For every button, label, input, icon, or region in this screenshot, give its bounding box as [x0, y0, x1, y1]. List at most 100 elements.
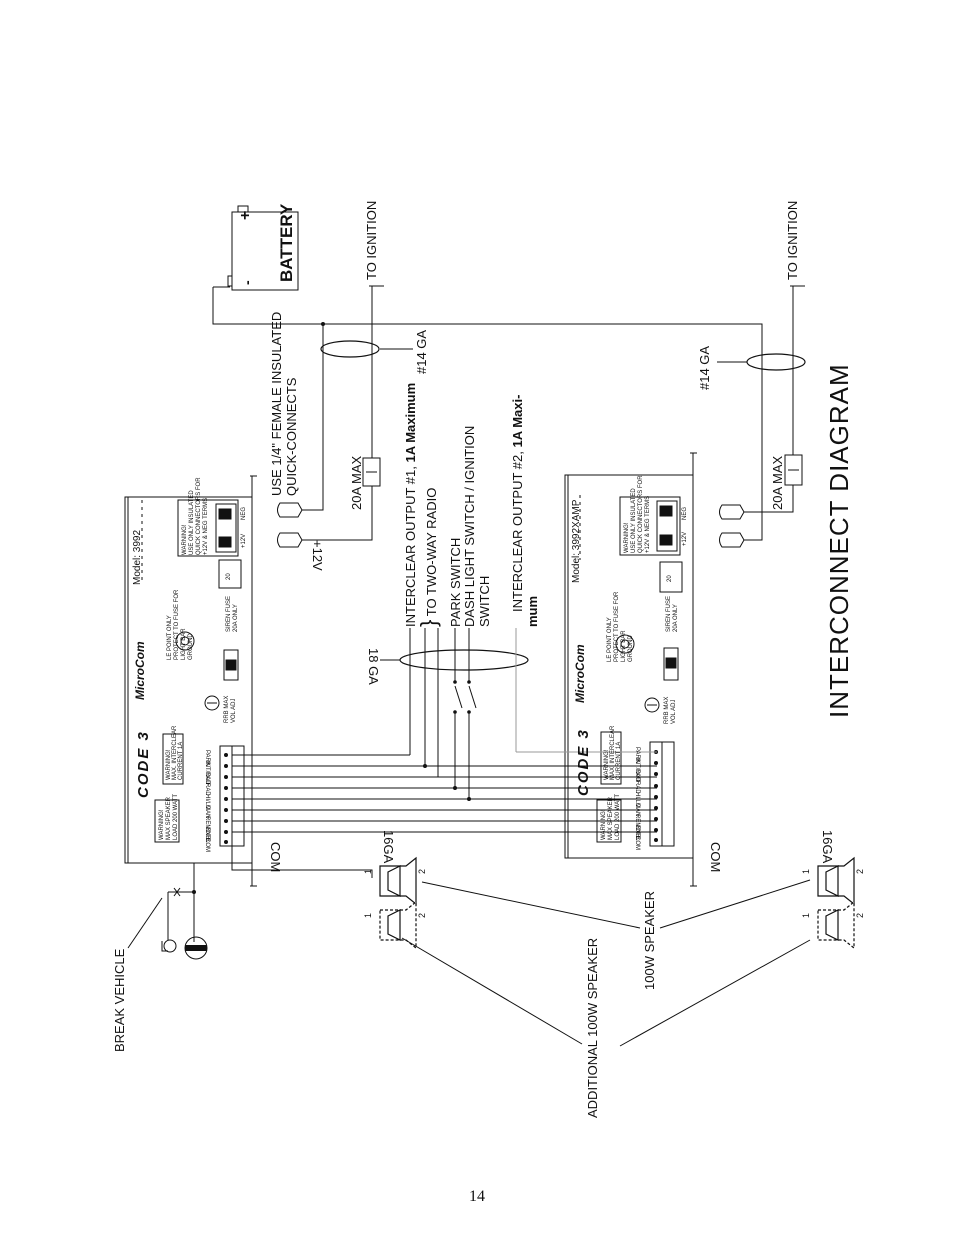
speaker-label: 100W SPEAKER [642, 891, 657, 990]
siren-fuse-right-1: SIREN FUSE [666, 595, 672, 632]
control-wiring [231, 628, 657, 878]
terminal-12v-right: +12V [682, 531, 688, 546]
brake-junction [192, 890, 196, 894]
rrb-left-2: VOL ADJ [231, 698, 237, 723]
power-warning-left-2: USE ONLY INSULATED [189, 490, 195, 555]
battery-label: BATTERY [277, 203, 296, 282]
dash-switch-label: DASH LIGHT SWITCH / IGNITION [462, 425, 477, 627]
spk-warning-right-2: MAX SPEAKER [608, 796, 614, 840]
to-ignition-left: TO IGNITION [364, 200, 379, 280]
interclear1-text: INTERCLEAR OUTPUT #1, [403, 462, 418, 627]
siren-fuse-left-1: SIREN FUSE [226, 595, 232, 632]
rrb-right-2: VOL ADJ [671, 699, 677, 724]
battery-minus: - [239, 280, 255, 285]
ga14-label-right: #14 GA [697, 345, 712, 390]
interclear1-label: INTERCLEAR OUTPUT #1, 1A Maximum [403, 382, 418, 627]
max20-label-right: 20A MAX [770, 455, 785, 510]
to-ignition-right: TO IGNITION [785, 200, 800, 280]
light-bar-left-3: LIGHT BAR [181, 628, 187, 660]
power-wiring [212, 285, 805, 541]
pin-1-left-b: 1 [363, 912, 373, 918]
siren-fuse-left-2: 20A ONLY [233, 604, 239, 632]
rrb-right-1: RRB MAX [664, 696, 670, 724]
com-label-left: COM [268, 842, 283, 873]
park-switch-label: PARK SWITCH [448, 537, 463, 627]
left-terminal-screws [224, 753, 228, 844]
inter-warning-right-3: CURRENT 1A [616, 741, 622, 780]
ga16-label-left: 16GA [381, 830, 396, 864]
ga18-label: 18 GA [366, 648, 381, 685]
interclear2-mum: mum [525, 595, 540, 627]
light-bar-left-4: GROUND [188, 633, 194, 660]
power-warning-right-1: WARNING! [624, 522, 630, 553]
pin-label-left-9: COM [204, 838, 210, 852]
light-bar-right-1: LE POINT ONLY [607, 617, 613, 662]
terminal-12v-left: +12V [241, 533, 247, 548]
right-terminal-screws [654, 750, 658, 842]
power-warning-left-4: +12V & NEG TERMS [203, 497, 209, 555]
brake-horn-circuit [127, 863, 208, 960]
spk-warning-left-1: WARNING! [159, 809, 165, 840]
battery-plus: + [237, 210, 254, 220]
ga16-label-right: 16GA [820, 830, 835, 864]
power-warning-left-1: WARNING! [182, 524, 188, 555]
power-warning-right-3: QUICK CONNECTORS FOR [638, 475, 644, 553]
wire-junctions [321, 322, 471, 801]
pin-2-right-a: 2 [855, 868, 865, 874]
left-unit-3992 [124, 475, 257, 887]
light-bar-left-1: LE POINT ONLY [167, 615, 173, 660]
com-label-right: COM [708, 842, 723, 873]
power-warning-right-2: USE ONLY INSULATED [631, 488, 637, 553]
pin-1-right-a: 1 [801, 868, 811, 874]
quick-connect-note-line1: USE 1/4" FEMALE INSULATED [269, 311, 284, 496]
page-number: 14 [469, 1188, 485, 1205]
max20-label-left: 20A MAX [349, 455, 364, 510]
model-label-right: Model: 3992XAMP [571, 499, 582, 583]
pin-2-right-b: 2 [855, 912, 865, 918]
terminal-neg-right: NEG [682, 506, 688, 520]
additional-speaker-label: ADDITIONAL 100W SPEAKER [585, 937, 600, 1118]
power-warning-right-4: +12V & NEG TERMS [645, 495, 651, 553]
interclear2-max: 1A Maxi- [510, 394, 525, 448]
fuse-value-left: 20 [226, 573, 232, 580]
code3-logo-right: CODE 3 [575, 728, 592, 796]
pin-label-right-9: COM [634, 836, 640, 850]
light-bar-left-2: PROTECT TO FUSE FOR [174, 589, 180, 660]
code3-logo-left: CODE 3 [135, 730, 152, 798]
two-way-text: TO TWO-WAY RADIO [424, 487, 439, 617]
interclear1-max: 1A Maximum [403, 382, 418, 463]
plus12-label: +12V [310, 540, 325, 571]
brand-logo-right: MicroCom [573, 644, 587, 703]
brace-glyph: } [416, 619, 441, 627]
inline-fuses [362, 454, 803, 487]
model-label-left: Model: 3992 [132, 529, 143, 585]
quick-connect-note-line2: QUICK-CONNECTS [284, 377, 299, 496]
terminal-neg-left: NEG [241, 506, 247, 520]
power-warning-left-3: QUICK CONNECTORS FOR [196, 477, 202, 555]
spk-warning-right-1: WARNING! [601, 809, 607, 840]
diagram-title: INTERCONNECT DIAGRAM [824, 363, 854, 718]
spk-warning-left-2: MAX SPEAKER [166, 796, 172, 840]
pin-2-left-a: 2 [417, 868, 427, 874]
quick-connectors [277, 502, 745, 548]
light-bar-right-4: GROUND [628, 635, 634, 662]
right-unit-3992xamp [564, 452, 697, 887]
pin-1-left-a: 1 [363, 868, 373, 874]
siren-fuse-right-2: 20A ONLY [673, 604, 679, 632]
light-bar-right-3: LIGHT BAR [621, 630, 627, 662]
switch-label: SWITCH [477, 575, 492, 627]
speakers [379, 856, 855, 950]
pin-label-right-3: RAD [634, 769, 640, 782]
pin-1-right-b: 1 [801, 912, 811, 918]
ga14-label-left: #14 GA [414, 329, 429, 374]
speaker-leaders [401, 879, 811, 1047]
brand-logo-left: MicroCom [133, 641, 147, 700]
light-bar-right-2: PROTECT TO FUSE FOR [614, 591, 620, 662]
fuse-value-right: 20 [667, 575, 673, 582]
interclear2-text: INTERCLEAR OUTPUT #2, [510, 447, 525, 612]
brake-vehicle-label: BREAK VEHICLE [112, 948, 127, 1052]
spk-warning-left-3: LOAD 200 WATT [173, 793, 179, 840]
pin-2-left-b: 2 [417, 912, 427, 918]
interclear2-label: INTERCLEAR OUTPUT #2, 1A Maxi- [510, 394, 525, 612]
